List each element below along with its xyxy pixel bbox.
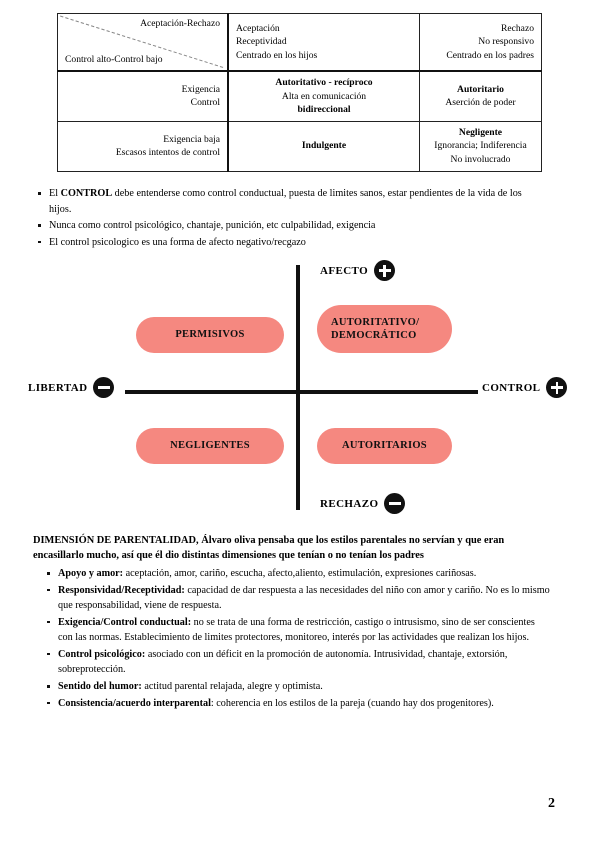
bullet-text: El control psicologico es una forma de a…: [49, 236, 306, 248]
minus-icon: [93, 377, 115, 398]
axis-label-rechazo: RECHAZO: [320, 493, 406, 514]
diagonal-divider-icon: [60, 15, 225, 69]
cell-authoritative-line2: Alta en comunicación: [281, 90, 367, 102]
dimension-term: Consistencia/acuerdo interparental: [58, 697, 211, 709]
quadrant-pill-permisivos: PERMISIVOS: [136, 317, 284, 353]
table-row: Exigencia Control Autoritativo - recípro…: [57, 70, 542, 122]
dimension-term: Apoyo y amor:: [58, 568, 124, 579]
cell-authoritative-line3: bidireccional: [297, 104, 351, 116]
horizontal-axis-line: [125, 390, 478, 394]
quadrant-pill-autoritarios-label: AUTORITARIOS: [342, 440, 427, 452]
bullet-text: Nunca como control psicológico, chantaje…: [49, 220, 376, 231]
parenting-quadrant-diagram: AFECTO RECHAZO LIBERTAD CONTROL PERMISIV…: [0, 255, 600, 520]
control-notes-list: El CONTROL debe entenderse como control …: [36, 186, 546, 251]
dimension-term: Responsividad/Receptividad:: [58, 584, 185, 596]
plus-icon: [374, 260, 396, 281]
quadrant-pill-permisivos-label: PERMISIVOS: [175, 329, 245, 341]
corner-label-control: Control alto-Control bajo: [65, 54, 163, 66]
list-item: Control psicológico: asociado con un déf…: [45, 647, 550, 678]
list-item: Nunca como control psicológico, chantaje…: [36, 218, 546, 234]
axis-label-rechazo-text: RECHAZO: [320, 497, 379, 510]
dimension-desc: aceptación, amor, cariño, escucha, afect…: [123, 568, 477, 579]
dimension-desc: capacidad de dar respuesta a las necesid…: [58, 584, 550, 612]
table-corner-diagonal-cell: Aceptación-Rechazo Control alto-Control …: [57, 13, 229, 72]
dimension-term: Exigencia/Control conductual:: [58, 616, 192, 628]
header-acceptance-line2: Receptividad: [236, 36, 287, 48]
list-item: Apoyo y amor: aceptación, amor, cariño, …: [45, 566, 550, 581]
quadrant-pill-autoritativo-label: AUTORITATIVO/ DEMOCRÁTICO: [331, 316, 419, 343]
list-item: El control psicologico es una forma de a…: [36, 235, 546, 251]
bullet-text: debe entenderse como control conductual,…: [49, 188, 522, 215]
header-rejection-line1: Rechazo: [500, 22, 534, 34]
header-cell-acceptance: Aceptación Receptividad Centrado en los …: [227, 13, 420, 72]
cell-indulgent: Indulgente: [227, 120, 420, 172]
cell-authoritarian-line2: Aserción de poder: [445, 97, 516, 109]
dimension-desc: : coherencia en los estilos de la pareja…: [210, 697, 494, 709]
cell-authoritative-title: Autoritativo - recíproco: [275, 77, 373, 88]
list-item: Responsividad/Receptividad: capacidad de…: [45, 583, 550, 614]
quadrant-pill-autoritarios: AUTORITARIOS: [317, 428, 452, 464]
dimension-heading: DIMENSIÓN DE PARENTALIDAD, Álvaro oliva …: [33, 533, 549, 563]
plus-icon: [546, 377, 568, 398]
row-label-line2: Escasos intentos de control: [115, 147, 220, 159]
dimension-term: Sentido del humor:: [58, 681, 142, 693]
row-label-line1: Exigencia: [181, 83, 220, 95]
quadrant-pill-autoritativo-line1: AUTORITATIVO/: [331, 316, 420, 328]
row-label-line1: Exigencia baja: [163, 133, 220, 145]
axis-label-afecto: AFECTO: [320, 260, 396, 281]
quadrant-pill-negligentes-label: NEGLIGENTES: [170, 440, 250, 452]
axis-label-libertad: LIBERTAD: [28, 377, 115, 398]
cell-neglectful-line2: Ignorancia; Indiferencia: [434, 140, 527, 152]
quadrant-pill-autoritativo-line2: DEMOCRÁTICO: [331, 330, 417, 341]
dimension-term: Control psicológico:: [58, 648, 146, 660]
vertical-axis-line: [296, 265, 300, 510]
dimension-heading-rest: Álvaro oliva pensaba que los estilos par…: [33, 535, 505, 562]
list-item: El CONTROL debe entenderse como control …: [36, 186, 546, 217]
cell-authoritative: Autoritativo - recíproco Alta en comunic…: [227, 70, 420, 122]
header-cell-rejection: Rechazo No responsivo Centrado en los pa…: [419, 13, 542, 72]
cell-neglectful-title: Negligente: [458, 126, 503, 138]
axis-label-control-text: CONTROL: [482, 381, 541, 394]
cell-neglectful-line3: No involucrado: [450, 154, 511, 166]
list-item: Consistencia/acuerdo interparental: cohe…: [45, 696, 550, 711]
corner-label-acceptance-rejection: Aceptación-Rechazo: [140, 18, 220, 29]
dimension-list: Apoyo y amor: aceptación, amor, cariño, …: [45, 566, 550, 713]
cell-authoritarian: Autoritario Aserción de poder: [419, 70, 542, 122]
cell-neglectful: Negligente Ignorancia; Indiferencia No i…: [419, 120, 542, 172]
header-acceptance-line3: Centrado en los hijos: [236, 49, 318, 61]
quadrant-pill-negligentes: NEGLIGENTES: [136, 428, 284, 464]
parenting-styles-matrix: Aceptación-Rechazo Control alto-Control …: [57, 13, 542, 172]
cell-indulgent-title: Indulgente: [301, 140, 347, 152]
axis-label-afecto-text: AFECTO: [320, 264, 369, 277]
axis-label-control: CONTROL: [482, 377, 568, 398]
page-number: 2: [548, 796, 555, 811]
bullet-lead-bold: CONTROL: [60, 188, 113, 199]
dimension-heading-bold: DIMENSIÓN DE PARENTALIDAD,: [33, 535, 199, 546]
list-item: Sentido del humor: actitud parental rela…: [45, 679, 550, 694]
header-acceptance-line1: Aceptación: [236, 22, 280, 34]
bullet-lead-plain: El: [49, 188, 61, 199]
list-item: Exigencia/Control conductual: no se trat…: [45, 615, 550, 646]
minus-icon: [384, 493, 406, 514]
header-rejection-line3: Centrado en los padres: [446, 49, 534, 61]
row-label-high-demand: Exigencia Control: [57, 70, 229, 122]
dimension-desc: actitud parental relajada, alegre y opti…: [141, 681, 323, 693]
header-rejection-line2: No responsivo: [478, 36, 534, 48]
axis-label-libertad-text: LIBERTAD: [28, 381, 88, 394]
dimension-desc: asociado con un déficit en la promoción …: [58, 648, 508, 676]
cell-authoritarian-title: Autoritario: [457, 83, 504, 95]
table-row: Exigencia baja Escasos intentos de contr…: [57, 120, 542, 172]
row-label-line2: Control: [190, 97, 220, 109]
dimension-desc: no se trata de una forma de restricción,…: [58, 616, 535, 644]
row-label-low-demand: Exigencia baja Escasos intentos de contr…: [57, 120, 229, 172]
quadrant-pill-autoritativo-democratico: AUTORITATIVO/ DEMOCRÁTICO: [317, 305, 452, 353]
table-header-row: Aceptación-Rechazo Control alto-Control …: [57, 13, 542, 72]
